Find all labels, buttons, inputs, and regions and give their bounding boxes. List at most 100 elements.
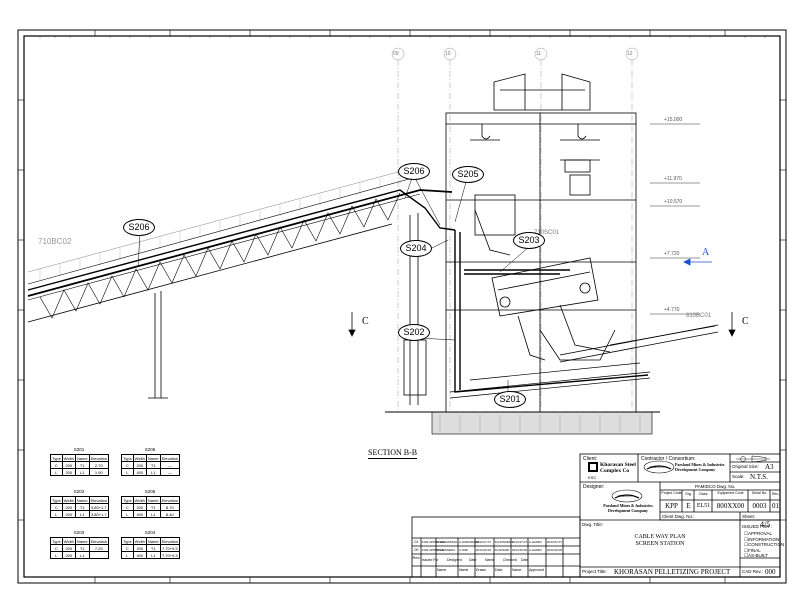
designer-label: Designer:	[583, 484, 605, 490]
sheet-label: Sheet:	[742, 514, 756, 519]
elevation-markers	[650, 123, 700, 315]
column-grid-lines	[397, 60, 633, 410]
legend-header-cell: Width	[61, 537, 76, 545]
revision-footer-label: Checked	[503, 558, 517, 562]
dwg-title-label: Dwg. Title:	[582, 522, 604, 527]
callout-s206: S206	[123, 219, 155, 236]
legend-header-cell: Elevation	[88, 496, 110, 504]
dwg-title-line1: CABLE WAY PLAN	[634, 534, 686, 540]
grid-axis-label: 11	[536, 51, 542, 57]
column-grid-bubbles	[391, 47, 639, 61]
section-marker-right: C	[742, 316, 749, 327]
scale-value: N.T.S.	[750, 473, 768, 481]
legend-cell: T1	[145, 461, 161, 469]
legend-cell: 1.90	[88, 468, 110, 476]
revision-footer-label: Approved	[529, 568, 544, 572]
original-size-value: A3	[765, 463, 774, 471]
revision-cell: 2013.06.06	[476, 548, 492, 552]
callout-s205: S205	[452, 166, 484, 183]
legend-cell: L	[121, 468, 134, 476]
revision-footer-label: Designed	[447, 558, 462, 562]
legend-header-cell: Type	[121, 454, 134, 462]
legend-cell: C	[121, 544, 134, 552]
callout-s203: S203	[513, 232, 545, 249]
callout-s201: S201	[494, 391, 526, 408]
legend-header-cell: Name	[74, 454, 90, 462]
legend-cell: 7.70+9.3	[159, 551, 181, 559]
legend-cell: L1	[145, 551, 161, 559]
legend-cell: L1	[145, 468, 161, 476]
checkbox-icon: ☐	[744, 536, 749, 542]
sheet-value: 4/5	[760, 520, 771, 529]
revision-number: 01	[414, 540, 419, 544]
section-marker-left: C	[362, 316, 369, 327]
rev-label: Rev.	[412, 555, 421, 560]
legend-cell: L	[50, 551, 63, 559]
legend-cell: 7.20	[88, 544, 110, 552]
legend-cell: 7.70+9.3	[159, 544, 181, 552]
project-code-value: KPP	[665, 502, 678, 510]
issued-for-option-label: AS-BUILT	[748, 553, 768, 558]
legend-cell: 200	[132, 503, 147, 511]
issued-for-option-label: APPROVAL	[748, 531, 772, 536]
revision-footer-label: Date	[521, 558, 529, 562]
conveyor-lower	[449, 362, 651, 399]
legend-cell: 200	[61, 468, 76, 476]
legend-cell: C	[50, 544, 63, 552]
legend-cell: C	[50, 461, 63, 469]
legend-header-cell: Elevation	[159, 496, 181, 504]
revision-cell: A.NIRI	[459, 548, 468, 552]
revision-cell: 2013.06.06	[547, 548, 563, 552]
revision-cell: FOR APPROVAL	[422, 548, 445, 552]
revision-footer-label: Date	[469, 558, 477, 562]
code-header: Project Code	[661, 491, 682, 495]
frame-ticks	[18, 30, 786, 583]
title-block-frame	[411, 453, 781, 578]
issued-for-option: ☐CONSTRUCTION	[744, 542, 784, 548]
elevation-label: +15.000	[664, 117, 683, 123]
legend-cell: T1	[74, 503, 90, 511]
legend-cell: —	[159, 461, 181, 469]
conveyor-810bc01	[559, 324, 719, 363]
code-header: Rev.	[772, 492, 779, 496]
client-name: Khorasan Steel Complex Co	[600, 462, 636, 474]
designer-name: Parsland Mines & Industries Development …	[603, 503, 653, 513]
legend-cell: T1	[74, 461, 90, 469]
legend-header-cell: Type	[121, 496, 134, 504]
legend-cell: L	[50, 510, 63, 518]
revision-cell: A.HARANDIZA	[437, 540, 458, 544]
issued-for-option-label: INFORMATION	[748, 536, 780, 542]
cad-rev-label: CAD Rev.:	[742, 569, 763, 574]
legend-header-cell: Name	[145, 496, 161, 504]
elevation-label: +11.970	[664, 176, 682, 182]
legend-header-cell: Type	[50, 537, 63, 545]
issued-for-option: ☐APPROVAL	[744, 531, 772, 537]
legend-header-cell: Width	[132, 454, 147, 462]
code-header: Serial No.	[751, 491, 768, 495]
issued-for-option-label: FINAL	[748, 547, 761, 553]
revision-footer-label: Drawn	[476, 568, 487, 572]
revision-cell: 2013.06.06	[512, 548, 528, 552]
legend-cell: L1	[74, 510, 90, 518]
legend-header-cell: Width	[61, 454, 76, 462]
legend-header-cell: Width	[61, 496, 76, 504]
revision-cell: FOR APPROVAL	[422, 540, 445, 544]
legend-header-cell: Name	[74, 537, 90, 545]
cad-rev-value: 000	[765, 568, 776, 576]
legend-table-title: S203	[73, 530, 85, 535]
legend-table-title: S202	[73, 489, 85, 494]
legend-cell: 2.70	[88, 461, 110, 469]
legend-header-cell: Type	[50, 454, 63, 462]
legend-cell: C	[50, 503, 63, 511]
revision-footer-label: Name	[437, 568, 447, 572]
code-header: Org.	[685, 492, 692, 496]
